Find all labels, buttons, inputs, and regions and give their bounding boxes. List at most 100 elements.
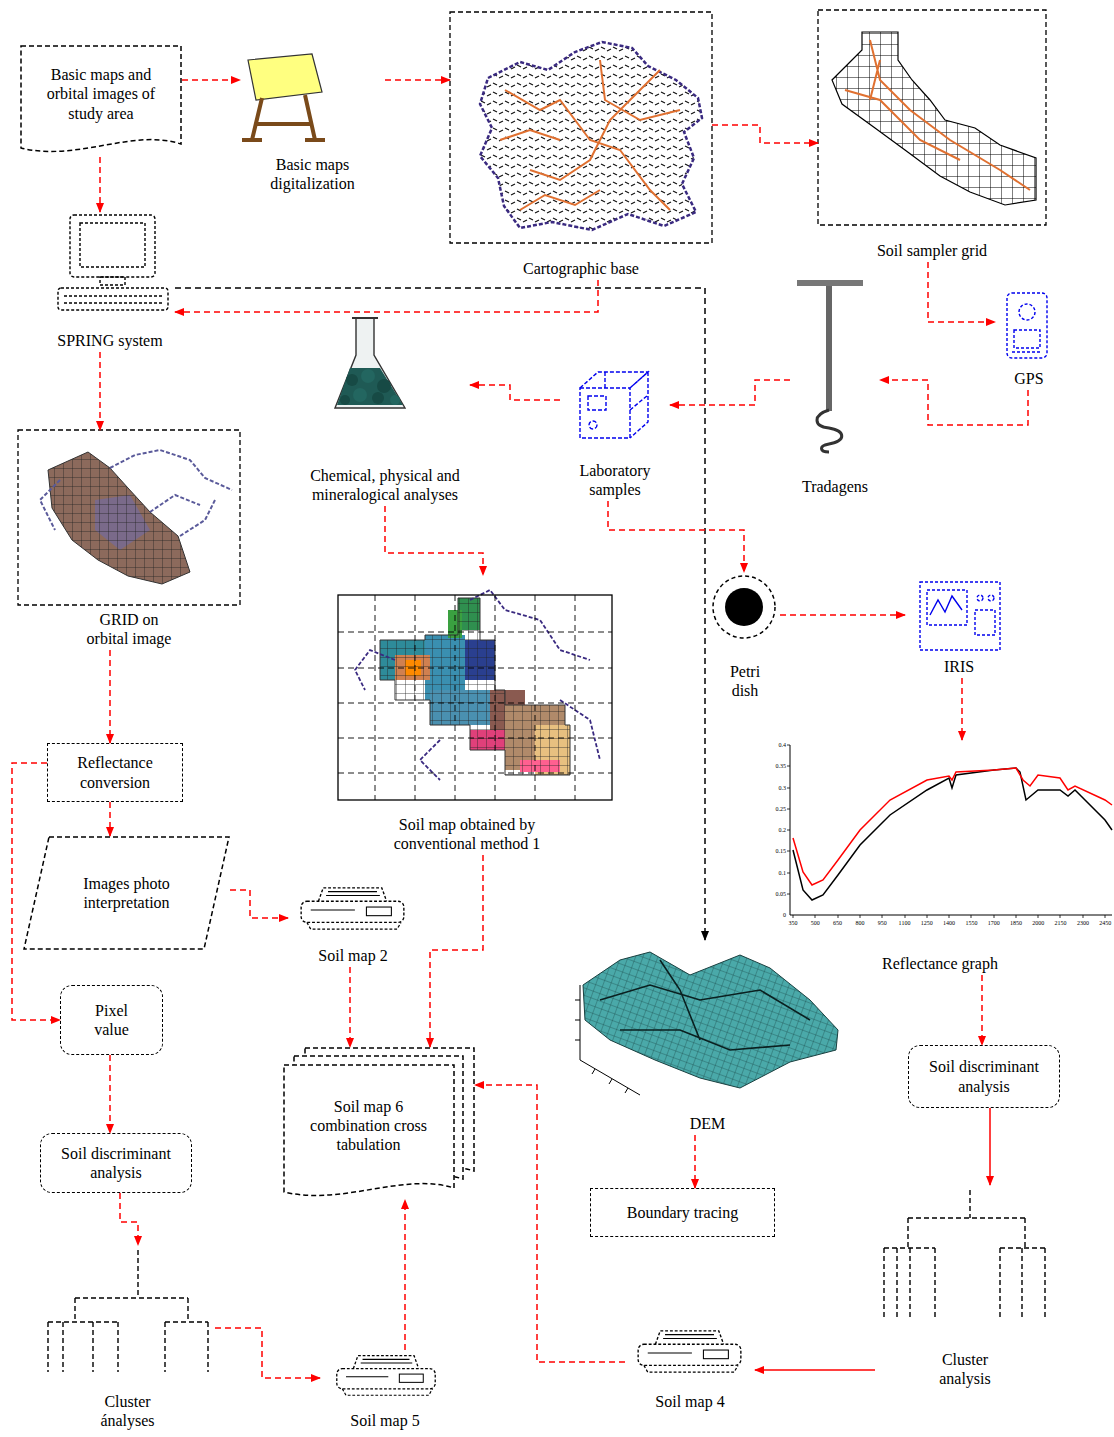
cartographic-map-part — [470, 35, 710, 235]
cartographic-map-part — [500, 60, 680, 210]
reflectance-chart-part — [790, 745, 1112, 915]
flow-arrow — [989, 1108, 991, 1185]
axis-tick-label: 0.3 — [779, 785, 787, 791]
flask-node: Chemical, physical and mineralogical ana… — [300, 318, 470, 506]
node-text: Basic maps digitalization — [250, 155, 375, 193]
dem-surface-part — [575, 985, 640, 1095]
petri-dish-icon-part — [725, 588, 763, 626]
sampler-grid-map — [818, 10, 1046, 225]
process-box: Reflectance conversion — [47, 743, 183, 802]
flow-arrow — [712, 125, 818, 143]
cartographic-map-part — [450, 12, 712, 243]
flask-icon-part — [377, 379, 391, 393]
computer-icon-part — [64, 296, 162, 303]
axis-tick-label: 1400 — [943, 920, 955, 926]
flow-arrow — [755, 1369, 875, 1371]
flask-icon-part — [361, 369, 375, 383]
printer-icon-part — [301, 888, 404, 929]
axis-tick-label: 0.25 — [776, 806, 787, 812]
node-text: Basic maps and orbital images of study a… — [36, 65, 166, 123]
map-node: Soil map obtained by conventional method… — [322, 575, 612, 855]
gps-icon-part — [1012, 351, 1042, 352]
node-text: Soil map 2 — [318, 946, 387, 965]
flask-icon-part — [346, 374, 358, 386]
rounded-box: Soil discriminant analysis — [40, 1133, 192, 1193]
map-node: Cartographic base — [450, 12, 712, 280]
node-text: IRIS — [944, 657, 974, 676]
axis-tick-label: 800 — [855, 920, 864, 926]
orbital-grid-map-part — [48, 452, 190, 584]
document-outline — [21, 46, 181, 151]
iris-icon-part — [977, 595, 983, 601]
node-text: Tradagens — [802, 477, 868, 496]
computer-icon-part — [100, 277, 125, 285]
flow-arrow — [470, 385, 560, 400]
node-text: Soil map 4 — [655, 1392, 724, 1411]
flow-arrow — [475, 1085, 625, 1362]
node-text: Images photo interpretation — [62, 874, 192, 912]
computer-node: SPRING system — [45, 212, 175, 352]
auger-icon-part — [817, 410, 842, 452]
axis-tick-label: 0.35 — [776, 763, 787, 769]
flow-arrow — [175, 288, 705, 940]
node-text: Soil map obtained by conventional method… — [367, 815, 567, 853]
cube-icon-part — [580, 388, 630, 438]
map-node: Soil sampler grid — [818, 10, 1046, 262]
flow-arrow — [694, 1135, 696, 1188]
axis-tick-label: 650 — [833, 920, 842, 926]
reflectance-chart — [787, 745, 1112, 918]
node-text: Soil sampler grid — [877, 241, 987, 260]
petri-node: Petri dish — [710, 572, 780, 702]
node-text: Soil map 5 — [350, 1411, 419, 1430]
flask-icon — [335, 318, 405, 408]
sampler-grid-map-part — [832, 32, 1036, 205]
node-text: Cartographic base — [523, 259, 639, 278]
petri-dish-icon — [713, 576, 775, 638]
computer-icon-part — [58, 288, 168, 310]
axis-tick-label: 2150 — [1055, 920, 1067, 926]
printer-icon-part — [337, 1356, 435, 1396]
gps-icon — [1007, 293, 1047, 358]
document-outline — [284, 1065, 454, 1195]
drafting-node: Basic maps digitalization — [240, 50, 385, 195]
auger-icon-part — [797, 280, 863, 286]
axis-tick-label: 0.1 — [779, 870, 787, 876]
iris-icon-part — [920, 582, 1000, 650]
flask-icon-part — [352, 317, 378, 319]
dem-node: DEM — [575, 940, 840, 1135]
printer-node: Soil map 2 — [288, 882, 418, 967]
printer-icon-part — [638, 1331, 741, 1372]
samples-node: Laboratory samples — [560, 368, 670, 501]
node-text: Soil discriminant analysis — [917, 1057, 1052, 1095]
flow-arrow — [109, 650, 111, 743]
soil-map-1 — [338, 590, 612, 800]
map-node: GRID on orbital image — [18, 430, 240, 650]
dendrogram-node: Cluster ánalyses — [40, 1245, 215, 1432]
flow-arrow — [175, 280, 598, 312]
flow-arrow — [109, 802, 111, 836]
axis-tick-label: 1100 — [899, 920, 911, 926]
node-text: Cluster ánalyses — [88, 1392, 168, 1430]
axis-tick-label: 1850 — [1010, 920, 1022, 926]
cube-icon-part — [580, 372, 648, 438]
flask-icon-part — [390, 395, 400, 405]
graph-node: Reflectance graph — [770, 740, 1110, 975]
node-text: GPS — [1014, 369, 1043, 388]
auger-icon-part — [826, 286, 832, 411]
gps-node: GPS — [995, 290, 1063, 390]
drafting-table-part — [242, 95, 325, 140]
soil-map-1-part — [338, 595, 612, 800]
node-text: Cluster analysis — [925, 1350, 1005, 1388]
axis-tick-label: 0.4 — [779, 742, 787, 748]
flow-arrow — [430, 855, 483, 1047]
printer-node: Soil map 5 — [320, 1350, 450, 1432]
flask-icon-part — [337, 368, 403, 405]
auger-node: Tradagens — [790, 280, 880, 498]
flow-arrow — [981, 975, 983, 1045]
flask-icon-part — [340, 395, 350, 405]
axis-tick-label: 0.05 — [776, 891, 787, 897]
cube-icon-part — [589, 421, 597, 429]
cluster-dendrogram-part — [884, 1190, 1045, 1320]
